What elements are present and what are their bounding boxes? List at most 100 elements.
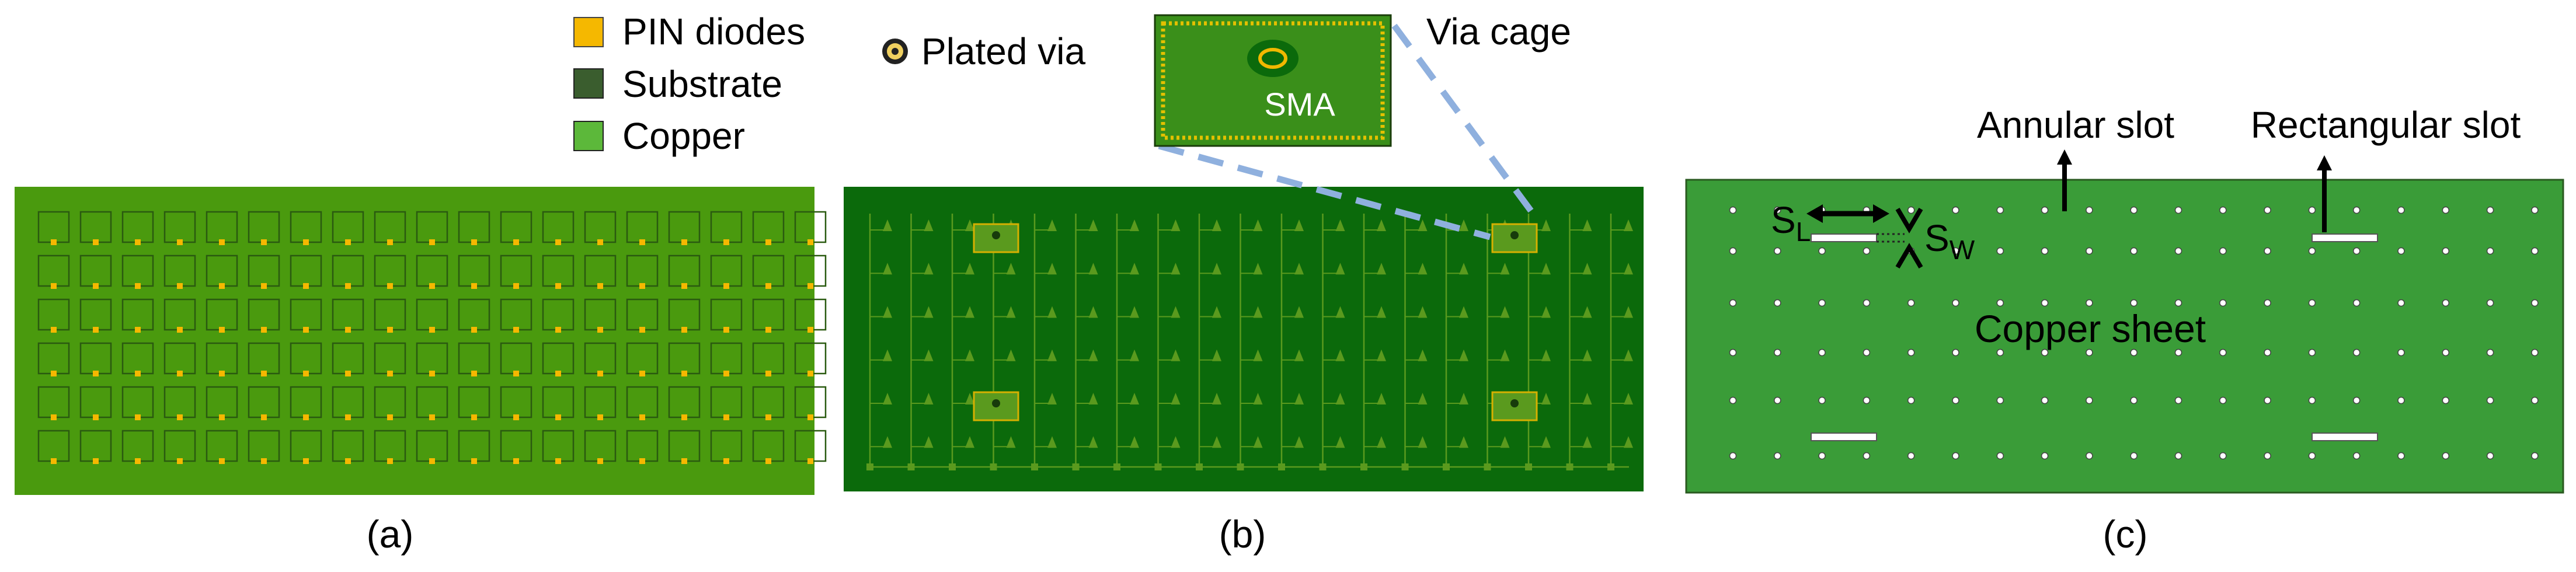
bias-stub [1171,392,1181,404]
pin-diode [51,414,57,420]
plated-via [2397,348,2405,357]
plated-via [2041,452,2049,460]
plated-via [2264,299,2271,307]
pin-diode [387,458,393,464]
plated-via [1729,452,1737,460]
plated-via [2397,206,2405,214]
bias-stub [1088,263,1098,275]
pin-diode [345,458,351,464]
bias-stub [1130,436,1139,448]
sma-inset-board [1154,14,1392,147]
bias-stub [1212,219,1221,231]
pin-diode [135,371,141,376]
plated-via [2397,299,2405,307]
plated-via [2264,348,2271,357]
pin-diode [723,458,729,464]
bias-stub [965,436,974,448]
via-cage-callout-lines [1158,23,1542,240]
bias-stub [1624,306,1633,318]
bias-stub [1006,263,1016,275]
via-cage-ring [1161,21,1385,140]
pin-diode [303,283,309,289]
pin-diode [807,371,813,376]
rectangular-slot [2312,233,2378,242]
plated-via [2174,206,2182,214]
bias-stub [924,392,934,404]
plated-via [1996,299,2004,307]
pin-diode [429,327,435,333]
plated-via [2086,299,2093,307]
plated-via [1729,348,1737,357]
plated-via [1774,396,1781,404]
bias-stub [1047,219,1057,231]
pin-diode [51,371,57,376]
pin-diode [345,239,351,245]
legend: PIN diodes Substrate Copper Plated via [573,11,1085,157]
bias-stub [1171,349,1181,361]
bias-stub [1582,392,1592,404]
bias-stub [924,349,934,361]
plated-via [2219,206,2227,214]
panel-a: (a) [15,187,827,556]
bias-stub [883,263,892,275]
pin-diode-swatch-icon [573,17,604,47]
pin-diode [555,371,561,376]
plated-via [1907,299,1915,307]
plated-via [2531,452,2539,460]
bias-stub [1459,436,1468,448]
rectangular-slot [1811,433,1877,441]
plated-via [2397,452,2405,460]
bias-stub [1500,306,1510,318]
plated-via [1774,452,1781,460]
plated-via [2264,396,2271,404]
pin-diode [261,239,267,245]
bias-stub [1171,436,1181,448]
pin-diode [555,283,561,289]
bias-stub [1377,219,1386,231]
pin-diode [387,327,393,333]
plated-via [1907,452,1915,460]
plated-via [2308,396,2316,404]
pin-diode [513,283,519,289]
bias-stub [1335,263,1345,275]
plated-via [2219,396,2227,404]
plated-via [2219,348,2227,357]
pin-diode [597,414,603,420]
pin-diode [261,458,267,464]
bias-stub [1500,349,1510,361]
pin-diode [51,458,57,464]
pin-diode [513,239,519,245]
pin-diode [429,371,435,376]
bias-stub [1418,392,1428,404]
pin-diode [93,458,99,464]
sma-label: SMA [1264,86,1335,123]
plated-via [2352,299,2361,307]
pin-diode [681,458,687,464]
rectangular-slots [1811,233,2378,441]
sw-label: SW [1924,217,1975,265]
bias-stub [883,436,892,448]
pin-diode [93,371,99,376]
bias-stub [1500,436,1510,448]
plated-via [2130,206,2138,214]
plated-via [1863,348,1871,357]
plated-via [2041,206,2049,214]
pin-diode [135,327,141,333]
bias-stub [1624,263,1633,275]
plated-via [1996,396,2004,404]
plated-via [1818,299,1826,307]
pin-diode [681,283,687,289]
plated-via [1996,452,2004,460]
plated-via [1996,247,2004,255]
bias-stub [1294,219,1304,231]
plated-via [1952,299,1959,307]
plated-via [2130,452,2138,460]
plated-via [1863,396,1871,404]
plated-via [2041,299,2049,307]
bias-stub [965,392,974,404]
sl-label: SL [1771,199,1811,247]
bias-stub [1088,306,1098,318]
pin-diode [597,371,603,376]
via-cage-label: Via cage [1426,11,1571,53]
